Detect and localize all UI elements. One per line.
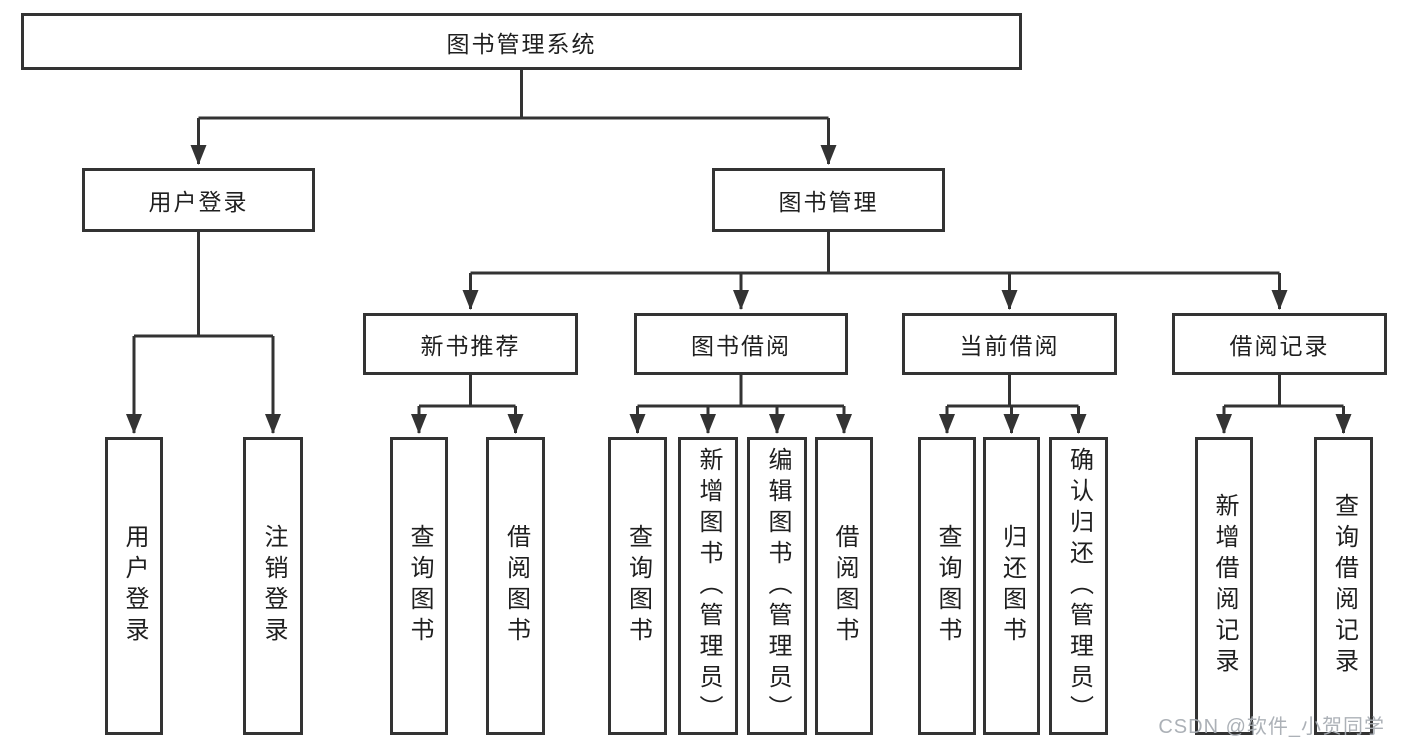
node-book-borrow: 图书借阅: [634, 313, 848, 375]
leaf-add-borrow-record: 新增借阅记录: [1195, 437, 1253, 735]
leaf-borrow-books: 借阅图书: [815, 437, 873, 735]
node-borrow-records: 借阅记录: [1172, 313, 1387, 375]
leaf-query-books-current: 查询图书: [918, 437, 976, 735]
node-book-management: 图书管理: [712, 168, 945, 232]
leaf-query-books-recommend: 查询图书: [390, 437, 448, 735]
leaf-query-borrow-record: 查询借阅记录: [1314, 437, 1373, 735]
leaf-user-login: 用户登录: [105, 437, 163, 735]
leaf-query-books-borrow: 查询图书: [608, 437, 667, 735]
node-current-borrow: 当前借阅: [902, 313, 1117, 375]
leaf-borrow-books-recommend: 借阅图书: [486, 437, 545, 735]
leaf-return-books: 归还图书: [983, 437, 1040, 735]
leaf-edit-book-admin: 编辑图书（管理员）: [747, 437, 807, 735]
leaf-logout-login: 注销登录: [243, 437, 303, 735]
node-new-book-recommend: 新书推荐: [363, 313, 578, 375]
node-user-login: 用户登录: [82, 168, 315, 232]
node-root: 图书管理系统: [21, 13, 1022, 70]
leaf-confirm-return-admin: 确认归还（管理员）: [1049, 437, 1108, 735]
csdn-watermark: CSDN @软件_小贺同学: [1158, 716, 1385, 738]
leaf-add-book-admin: 新增图书（管理员）: [678, 437, 738, 735]
